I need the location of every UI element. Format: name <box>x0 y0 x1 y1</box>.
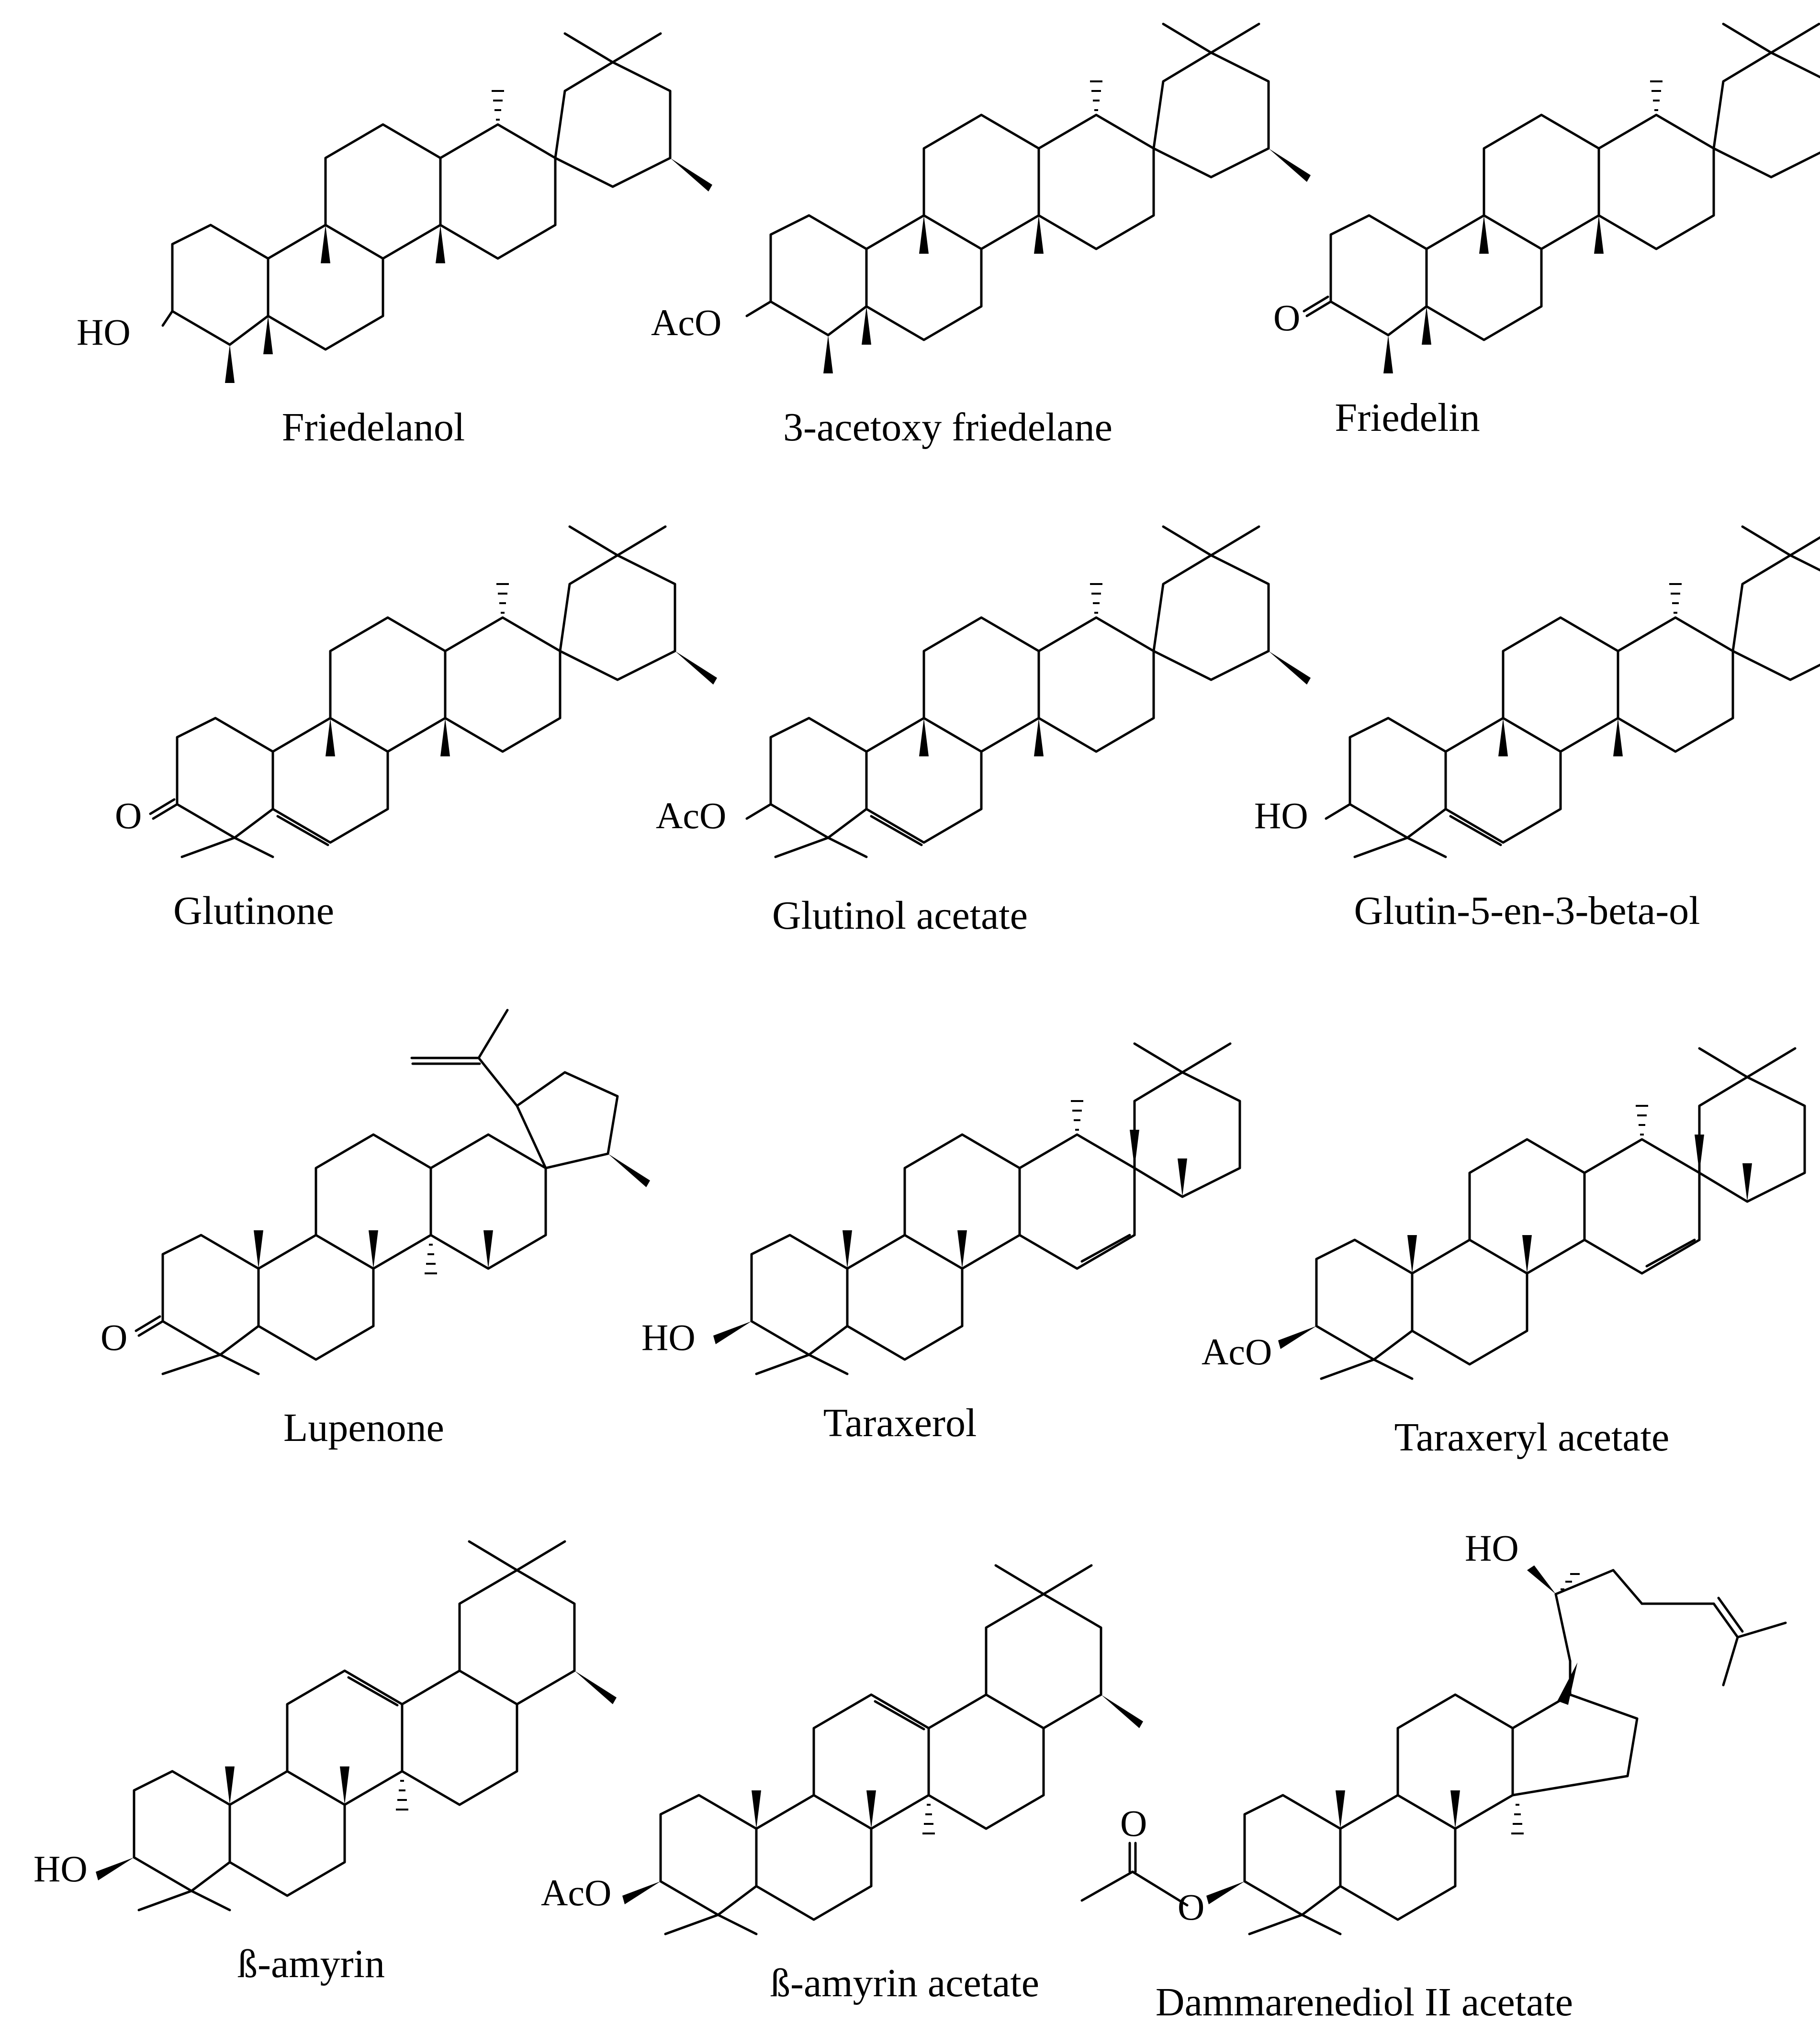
structure-friedelin: O Friedelin <box>1273 22 1820 440</box>
compound-name: Lupenone <box>283 1406 444 1450</box>
substituent-label: AcO <box>541 1872 611 1913</box>
structure-glutinol-acetate: AcO Glutinol acetate <box>656 525 1311 938</box>
structure-dammarenediol-ii-acetate: HO O O Dammarenediol II acetate <box>1080 1527 1787 2024</box>
structure-taraxerol: HO Taraxerol <box>641 1042 1241 1445</box>
structure-taraxeryl-acetate: AcO Taraxeryl acetate <box>1202 1047 1806 1460</box>
structure-3-acetoxy-friedelane: AcO 3-acetoxy friedelane <box>651 22 1311 450</box>
substituent-label: O <box>1178 1886 1204 1928</box>
hydroxyl-label: HO <box>1465 1527 1519 1569</box>
compound-name: Taraxeryl acetate <box>1394 1415 1670 1460</box>
compound-name: ß-amyrin acetate <box>770 1961 1039 2005</box>
compound-name: Friedelin <box>1335 395 1480 440</box>
ester-carbonyl-label: O <box>1120 1802 1147 1844</box>
substituent-label: HO <box>1254 795 1308 836</box>
compound-name: 3-acetoxy friedelane <box>783 405 1112 450</box>
substituent-label: O <box>101 1316 127 1358</box>
compound-name: ß-amyrin <box>237 1942 385 1986</box>
structure-friedelanol: HO Friedelanol <box>77 32 712 450</box>
substituent-label: O <box>1273 297 1300 338</box>
substituent-label: AcO <box>1202 1331 1272 1372</box>
compound-name: Friedelanol <box>282 405 465 450</box>
structure-glutinone: O Glutinone <box>115 525 717 933</box>
substituent-label: HO <box>77 311 131 353</box>
compound-name: Glutinone <box>173 888 334 933</box>
structure-beta-amyrin: HO ß-amyrin <box>34 1540 617 1986</box>
structure-glutin-5-en-3-beta-ol: HO Glutin-5-en-3-beta-ol <box>1254 525 1820 933</box>
substituent-label: HO <box>34 1848 88 1889</box>
structure-lupenone: O Lupenone <box>101 1009 650 1450</box>
compound-name: Glutinol acetate <box>772 893 1028 938</box>
structure-beta-amyrin-acetate: AcO ß-amyrin acetate <box>541 1564 1143 2005</box>
substituent-label: O <box>115 795 142 836</box>
compound-name: Taraxerol <box>823 1401 977 1445</box>
compound-name: Dammarenediol II acetate <box>1156 1980 1573 2024</box>
substituent-label: AcO <box>651 302 721 343</box>
substituent-label: HO <box>641 1316 696 1358</box>
compound-name: Glutin-5-en-3-beta-ol <box>1354 888 1700 933</box>
substituent-label: AcO <box>656 795 726 836</box>
